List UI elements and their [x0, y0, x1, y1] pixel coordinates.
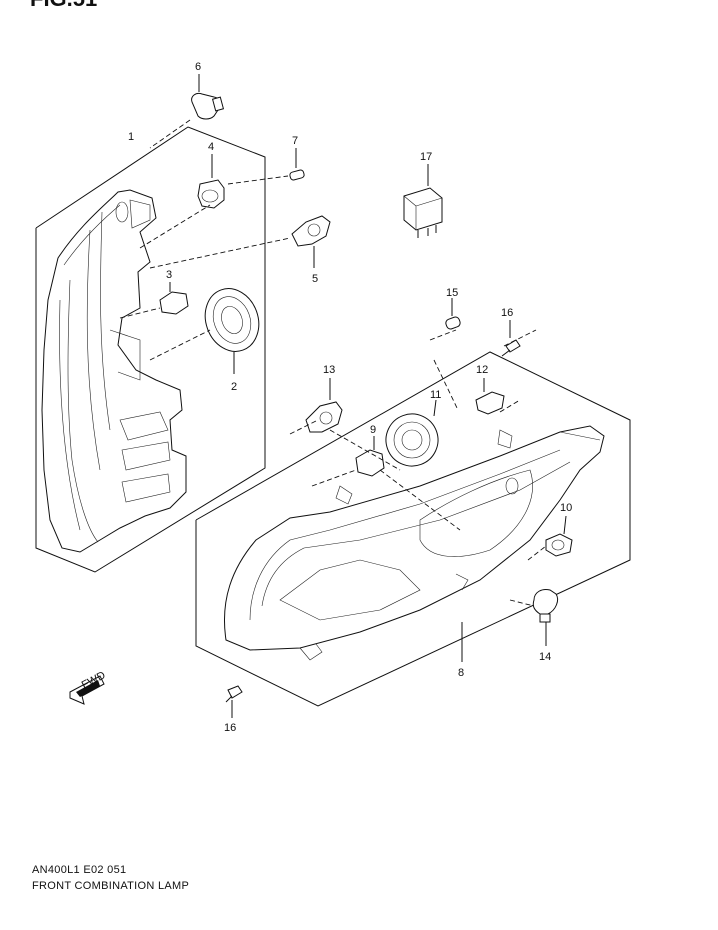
bulb-5 — [291, 215, 331, 268]
lens-ring-11 — [385, 399, 439, 467]
bulb-6 — [191, 74, 225, 120]
figure-header: FIG.51 — [30, 0, 97, 12]
callout-16-upper: 16 — [501, 307, 513, 319]
left-lamp-housing — [41, 189, 187, 553]
bulb-14 — [532, 589, 559, 646]
callout-3: 3 — [166, 269, 172, 281]
socket-3 — [159, 282, 189, 315]
left-guide-lines — [119, 119, 291, 361]
callout-labels: 6 1 4 7 17 5 3 2 15 16 13 12 11 9 10 14 … — [128, 61, 572, 734]
bulb-7 — [289, 148, 305, 181]
diagram-title: FRONT COMBINATION LAMP — [32, 880, 190, 892]
socket-10 — [545, 515, 573, 557]
callout-15: 15 — [446, 287, 458, 299]
socket-12 — [475, 378, 505, 415]
callout-16-lower: 16 — [224, 722, 236, 734]
callout-17: 17 — [420, 151, 432, 163]
right-guide-lines — [289, 329, 547, 607]
diagram-code: AN400L1 E02 051 — [32, 864, 127, 876]
screw-16-lower — [225, 685, 243, 718]
callout-11: 11 — [430, 389, 441, 401]
screw-16-upper — [501, 320, 521, 357]
callout-1: 1 — [128, 131, 134, 143]
callout-7: 7 — [292, 135, 298, 147]
callout-14: 14 — [539, 651, 551, 663]
callout-6: 6 — [195, 61, 201, 73]
headlamp-housing-8 — [223, 425, 605, 662]
callout-8: 8 — [458, 667, 464, 679]
lens-ring-2 — [204, 288, 260, 374]
bulb-13 — [305, 378, 343, 433]
socket-4 — [197, 154, 225, 209]
callout-10: 10 — [560, 502, 572, 514]
callout-4: 4 — [208, 141, 214, 153]
right-group-frame — [195, 351, 631, 707]
callout-13: 13 — [323, 364, 335, 376]
fwd-arrow-icon: FWD — [69, 669, 108, 705]
left-group-frame — [35, 126, 266, 573]
callout-5: 5 — [312, 273, 318, 285]
callout-12: 12 — [476, 364, 488, 376]
callout-9: 9 — [370, 424, 376, 436]
bulb-15 — [445, 298, 461, 330]
callout-2: 2 — [231, 381, 237, 393]
socket-9 — [355, 436, 385, 477]
relay-17 — [403, 164, 443, 238]
